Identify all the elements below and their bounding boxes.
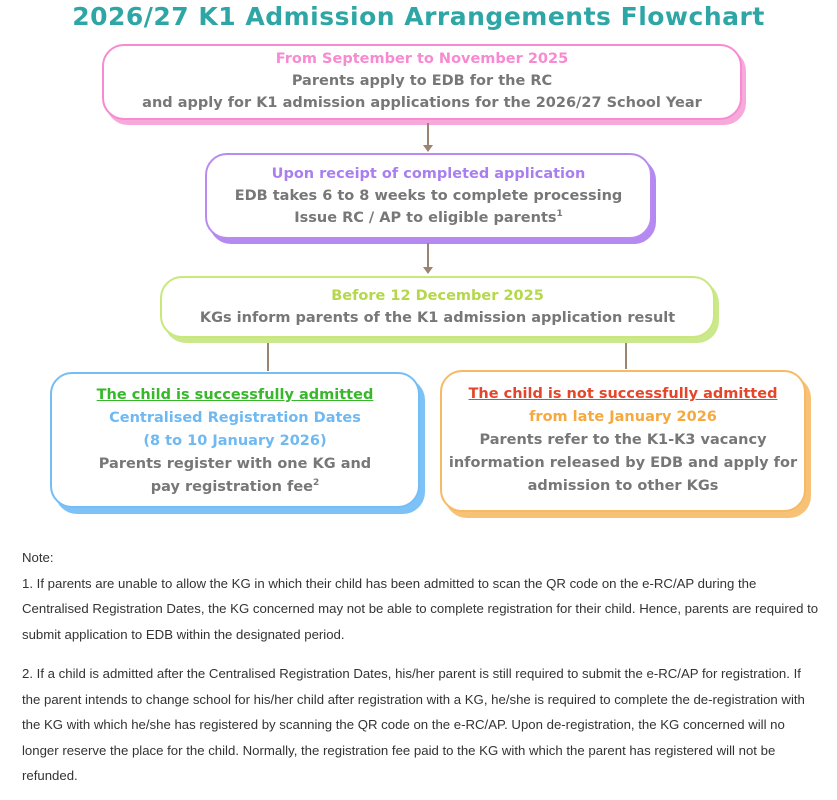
footnote-ref: 1: [556, 209, 563, 220]
step-processing-line2: Issue RC / AP to eligible parents: [294, 210, 557, 226]
admitted-heading: The child is successfully admitted: [96, 387, 374, 403]
step-apply-line2: and apply for K1 admission applications …: [142, 95, 702, 111]
arrow-down-icon: [423, 267, 433, 274]
not-admitted-box: The child is not successfully admitted f…: [440, 370, 806, 512]
step-result-line1: KGs inform parents of the K1 admission a…: [199, 310, 676, 326]
connector-line: [267, 343, 269, 371]
admitted-sub1: Centralised Registration Dates: [109, 410, 361, 426]
connector-line: [427, 243, 429, 269]
step-result-heading: Before 12 December 2025: [331, 288, 544, 304]
notes-label: Note:: [22, 550, 54, 565]
step-apply-box: From September to November 2025 Parents …: [102, 44, 742, 120]
not-admitted-heading: The child is not successfully admitted: [468, 386, 778, 402]
notes-section: Note: 1. If parents are unable to allow …: [22, 545, 822, 789]
footnote-ref: 2: [313, 478, 320, 489]
note-1: 1. If parents are unable to allow the KG…: [22, 575, 819, 642]
not-admitted-line3: admission to other KGs: [527, 478, 719, 494]
admitted-line2: pay registration fee: [150, 479, 313, 495]
note-2: 2. If a child is admitted after the Cent…: [22, 666, 805, 783]
step-processing-heading: Upon receipt of completed application: [271, 166, 586, 182]
connector-line: [427, 123, 429, 148]
step-processing-line1: EDB takes 6 to 8 weeks to complete proce…: [234, 188, 623, 204]
page-title: 2026/27 K1 Admission Arrangements Flowch…: [72, 2, 765, 31]
not-admitted-sub1: from late January 2026: [529, 409, 717, 425]
connector-line: [625, 343, 627, 369]
admitted-box: The child is successfully admitted Centr…: [50, 372, 420, 508]
step-apply-line1: Parents apply to EDB for the RC: [291, 73, 553, 89]
admitted-line1: Parents register with one KG and: [98, 456, 372, 472]
step-apply-period: From September to November 2025: [275, 51, 569, 67]
not-admitted-line1: Parents refer to the K1-K3 vacancy: [479, 432, 767, 448]
not-admitted-line2: information released by EDB and apply fo…: [448, 455, 798, 471]
step-result-box: Before 12 December 2025 KGs inform paren…: [160, 276, 715, 338]
admitted-sub2: (8 to 10 January 2026): [143, 433, 327, 449]
arrow-down-icon: [423, 145, 433, 152]
step-processing-box: Upon receipt of completed application ED…: [205, 153, 652, 239]
